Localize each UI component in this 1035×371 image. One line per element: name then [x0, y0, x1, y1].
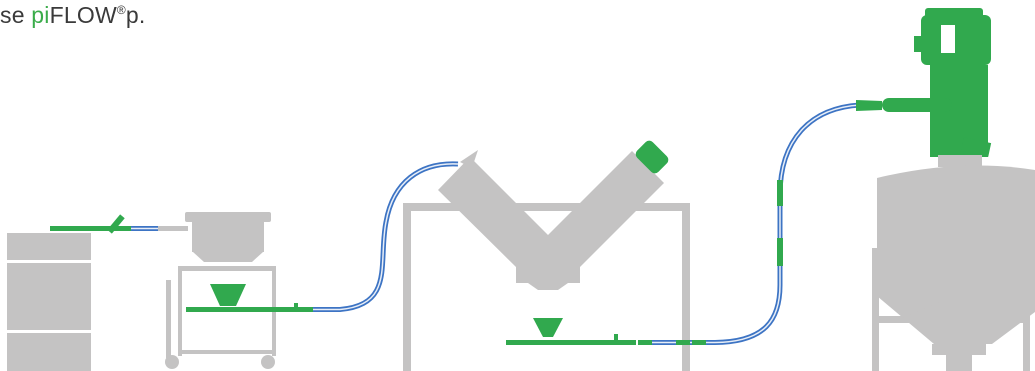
- hose-couplings-icon: [676, 100, 882, 345]
- product-name: FLOW: [49, 2, 117, 28]
- caption-text: se piFLOW®p.: [0, 2, 146, 29]
- v-blender-icon: [403, 150, 690, 371]
- suction-lance-icon: [50, 214, 131, 234]
- hopper-icon: [872, 155, 1035, 371]
- sieve-icon: [165, 212, 276, 369]
- caption-prefix: se: [0, 2, 32, 28]
- brand-pi: pi: [31, 2, 50, 28]
- caption-suffix: p.: [125, 2, 146, 28]
- drum-icon: [7, 233, 91, 371]
- blender-motor-icon: [635, 140, 669, 174]
- conveyor-receiver-icon: [882, 8, 992, 157]
- hose-2-icon: [313, 161, 459, 312]
- sieve-funnel-icon: [186, 284, 313, 312]
- registered-mark: ®: [116, 3, 126, 17]
- receiver-window-icon: [941, 25, 955, 53]
- blender-discharge-icon: [506, 318, 652, 345]
- hose-1-icon: [131, 226, 188, 231]
